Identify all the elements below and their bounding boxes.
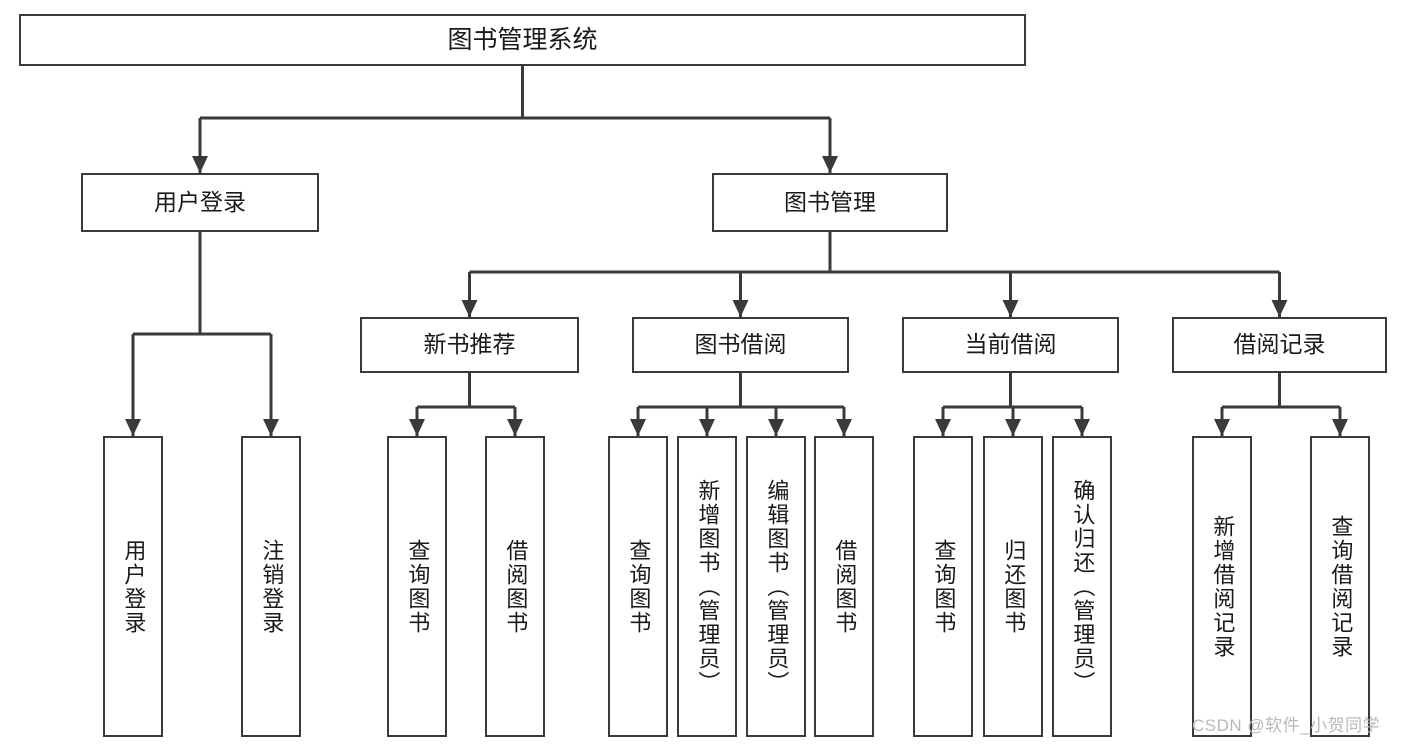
arrowhead-icon bbox=[192, 156, 208, 173]
node-label: 查询借阅记录 bbox=[1328, 514, 1354, 659]
node-root[interactable]: 图书管理系统 bbox=[19, 14, 1026, 66]
node-label: 查询图书 bbox=[931, 538, 957, 635]
node-label: 查询图书 bbox=[405, 538, 431, 635]
node-leaf-borrow-book-1[interactable]: 借阅图书 bbox=[485, 436, 545, 737]
node-user-login[interactable]: 用户登录 bbox=[81, 173, 319, 232]
arrowhead-icon bbox=[732, 300, 749, 317]
node-leaf-confirm-return[interactable]: 确认归还（管理员） bbox=[1052, 436, 1112, 737]
node-label: 用户登录 bbox=[154, 188, 246, 215]
node-leaf-add-book[interactable]: 新增图书（管理员） bbox=[677, 436, 737, 737]
node-label: 新增借阅记录 bbox=[1210, 514, 1236, 659]
node-label: 编辑图书（管理员） bbox=[764, 478, 790, 695]
node-label: 图书借阅 bbox=[694, 331, 787, 358]
arrowhead-icon bbox=[1332, 419, 1348, 436]
arrowhead-icon bbox=[461, 300, 478, 317]
node-leaf-query-book-3[interactable]: 查询图书 bbox=[913, 436, 973, 737]
node-label: 归还图书 bbox=[1001, 538, 1027, 635]
node-book-borrow[interactable]: 图书借阅 bbox=[632, 317, 849, 373]
arrowhead-icon bbox=[507, 419, 523, 436]
node-label: 新增图书（管理员） bbox=[695, 478, 721, 695]
node-label: 查询图书 bbox=[626, 538, 652, 635]
arrowhead-icon bbox=[1074, 419, 1090, 436]
node-label: 图书管理系统 bbox=[447, 26, 598, 54]
arrowhead-icon bbox=[1002, 300, 1019, 317]
node-new-book-rec[interactable]: 新书推荐 bbox=[360, 317, 579, 373]
node-label: 新书推荐 bbox=[423, 331, 516, 358]
node-leaf-user-login[interactable]: 用户登录 bbox=[103, 436, 163, 737]
arrowhead-icon bbox=[699, 419, 715, 436]
node-book-manage[interactable]: 图书管理 bbox=[712, 173, 948, 232]
node-leaf-borrow-book-2[interactable]: 借阅图书 bbox=[814, 436, 874, 737]
node-leaf-edit-book[interactable]: 编辑图书（管理员） bbox=[746, 436, 806, 737]
arrowhead-icon bbox=[1214, 419, 1230, 436]
node-label: 借阅记录 bbox=[1233, 331, 1326, 358]
arrowhead-icon bbox=[409, 419, 425, 436]
node-label: 注销登录 bbox=[259, 538, 285, 635]
arrowhead-icon bbox=[1271, 300, 1288, 317]
node-leaf-return-book[interactable]: 归还图书 bbox=[983, 436, 1043, 737]
arrowhead-icon bbox=[822, 156, 838, 173]
node-leaf-query-book-2[interactable]: 查询图书 bbox=[608, 436, 668, 737]
node-label: 用户登录 bbox=[121, 538, 147, 635]
arrowhead-icon bbox=[1005, 419, 1021, 436]
node-label: 确认归还（管理员） bbox=[1070, 478, 1096, 695]
arrowhead-icon bbox=[630, 419, 646, 436]
node-leaf-add-record[interactable]: 新增借阅记录 bbox=[1192, 436, 1252, 737]
node-current-borrow[interactable]: 当前借阅 bbox=[902, 317, 1119, 373]
arrowhead-icon bbox=[263, 419, 279, 436]
node-borrow-record[interactable]: 借阅记录 bbox=[1172, 317, 1387, 373]
node-label: 借阅图书 bbox=[503, 538, 529, 635]
node-leaf-query-book-1[interactable]: 查询图书 bbox=[387, 436, 447, 737]
node-label: 借阅图书 bbox=[832, 538, 858, 635]
arrowhead-icon bbox=[935, 419, 951, 436]
node-label: 当前借阅 bbox=[964, 331, 1057, 358]
arrowhead-icon bbox=[125, 419, 141, 436]
node-leaf-query-record[interactable]: 查询借阅记录 bbox=[1310, 436, 1370, 737]
node-leaf-logout[interactable]: 注销登录 bbox=[241, 436, 301, 737]
node-label: 图书管理 bbox=[784, 188, 876, 215]
arrowhead-icon bbox=[836, 419, 852, 436]
arrowhead-icon bbox=[768, 419, 784, 436]
